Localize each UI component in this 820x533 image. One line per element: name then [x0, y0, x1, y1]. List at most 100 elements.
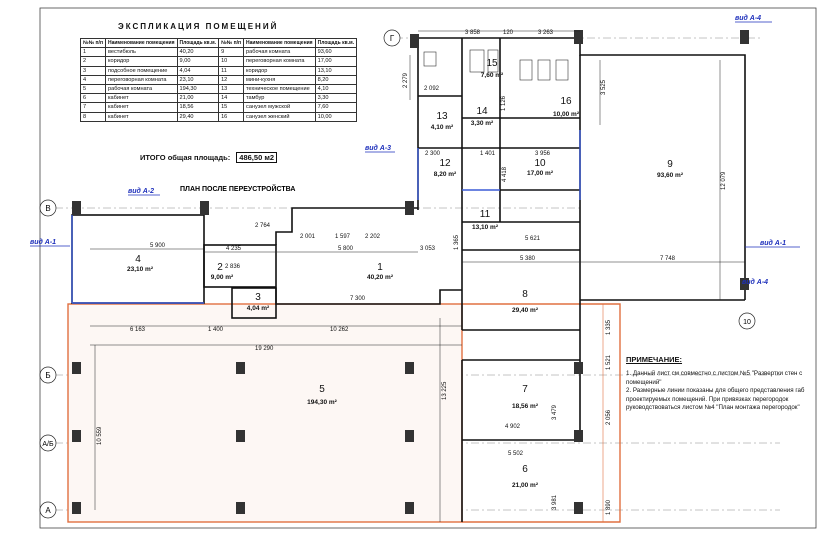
cell: 4 — [80, 74, 106, 85]
axis-label-a: А — [45, 506, 51, 515]
cell: 15 — [218, 102, 245, 113]
dim-label: 13 225 — [442, 381, 448, 400]
cell: 21,00 — [176, 93, 220, 104]
cell: 194,30 — [176, 83, 220, 95]
cell: 9 — [218, 47, 245, 58]
cell: 23,10 — [176, 74, 220, 85]
room-area-4: 23,10 m² — [127, 266, 154, 273]
room-number-12: 12 — [439, 158, 451, 169]
dim-label: 2 836 — [225, 264, 241, 270]
dim-label: 2 202 — [365, 234, 381, 240]
dim-label: 6 163 — [130, 327, 146, 333]
room-area-6: 21,00 m² — [512, 482, 539, 489]
view-marker-a3: вид А-3 — [365, 144, 391, 152]
cell: 11 — [218, 65, 245, 76]
dim-label: 2 300 — [425, 151, 441, 157]
room-number-5: 5 — [319, 384, 325, 395]
dim-label: 4 902 — [505, 424, 521, 430]
view-marker-a2: вид А-2 — [128, 187, 154, 195]
note-block: ПРИМЕЧАНИЕ: 1. Данный лист см совместно … — [626, 356, 820, 412]
cell: кабинет — [104, 102, 178, 113]
cell: 4,10 — [314, 83, 358, 95]
note-line: проектируемых помещений. При привязках п… — [626, 395, 789, 403]
room-number-16: 16 — [560, 96, 572, 107]
cell: 7,60 — [314, 102, 358, 113]
cell: коридор — [104, 56, 178, 67]
cell: тамбур — [243, 93, 316, 104]
room-area-9: 93,60 m² — [657, 172, 684, 179]
dim-label: 1 335 — [606, 319, 612, 335]
room-number-8: 8 — [522, 289, 528, 300]
dim-label: 1 400 — [208, 327, 224, 333]
dim-label: 4 418 — [502, 166, 508, 182]
dim-label: 7 748 — [660, 256, 676, 262]
cell: 3 — [80, 65, 106, 76]
room-number-3: 3 — [255, 292, 261, 303]
dim-label: 5 380 — [520, 256, 536, 262]
dimension-labels: 3 858 3 263 120 2 279 2 092 3 525 1 126 … — [97, 30, 727, 515]
room-number-14: 14 — [476, 106, 488, 117]
dim-label: 1 365 — [454, 234, 460, 250]
col-header: №№ п/п — [80, 37, 106, 49]
room-area-5: 194,30 m² — [307, 399, 337, 406]
cell: 93,60 — [314, 47, 358, 58]
view-arrows — [30, 21, 800, 248]
cell: вестибюль — [104, 47, 178, 58]
dim-label: 12 079 — [721, 171, 727, 190]
cell: 13 — [218, 83, 245, 95]
cell: 17,00 — [314, 56, 358, 67]
dim-label: 1 597 — [335, 234, 351, 240]
cell: 8,20 — [314, 74, 358, 85]
cell: переговорная комната — [243, 56, 316, 67]
col-header: Площадь кв.м. — [176, 37, 220, 49]
room-area-1: 40,20 m² — [367, 274, 394, 281]
room-number-10: 10 — [534, 158, 546, 169]
cell: 4,04 — [176, 65, 220, 76]
room-area-14: 3,30 m² — [471, 120, 494, 127]
view-marker-a1-left: вид А-1 — [30, 238, 56, 246]
room-labels: 1 40,20 m² 2 9,00 m² 3 4,04 m² 4 23,10 m… — [127, 58, 684, 489]
note-line: помещений" — [626, 378, 662, 386]
dim-label: 3 263 — [538, 30, 554, 36]
cell: 14 — [218, 93, 245, 104]
cell: 3,30 — [314, 93, 358, 104]
cell: коридор — [243, 65, 316, 76]
dim-label: 5 800 — [338, 246, 354, 252]
cell: 10 — [218, 56, 245, 67]
cell: подсобное помещение — [104, 65, 178, 76]
room-number-15: 15 — [486, 58, 498, 69]
view-marker-a4-top: вид А-4 — [735, 14, 761, 22]
note-title: ПРИМЕЧАНИЕ: — [626, 356, 683, 364]
dim-label: 3 858 — [465, 30, 481, 36]
cell: 6 — [80, 93, 106, 104]
room-area-10: 17,00 m² — [527, 170, 554, 177]
room-number-13: 13 — [436, 111, 448, 122]
room-area-16: 10,00 m² — [553, 111, 580, 118]
highlighted-walls — [71, 130, 581, 304]
columns — [72, 30, 749, 514]
room-number-11: 11 — [480, 209, 491, 220]
dim-label: 2 764 — [255, 223, 271, 229]
dim-label: 2 279 — [403, 72, 409, 88]
col-header: Площадь кв.м. — [314, 37, 358, 49]
dim-label: 7 300 — [350, 296, 366, 302]
col-header: Наименование помещения — [243, 37, 316, 49]
view-marker-a4-right: вид А-4 — [742, 278, 768, 286]
room-area-2: 9,00 m² — [211, 274, 234, 281]
note-line: руководствоваться листом №4 "План монтаж… — [626, 404, 800, 412]
axis-label-v: В — [45, 204, 50, 213]
cell: техническое помещение — [243, 83, 316, 95]
dim-label: 3 981 — [552, 494, 558, 510]
cell: рабочая комната — [243, 47, 316, 58]
room-area-13: 4,10 m² — [431, 124, 454, 131]
dim-label: 2 092 — [424, 86, 440, 92]
room-number-1: 1 — [377, 262, 383, 273]
dim-label: 3 479 — [552, 404, 558, 420]
view-marker-a1-right: вид А-1 — [760, 239, 786, 247]
